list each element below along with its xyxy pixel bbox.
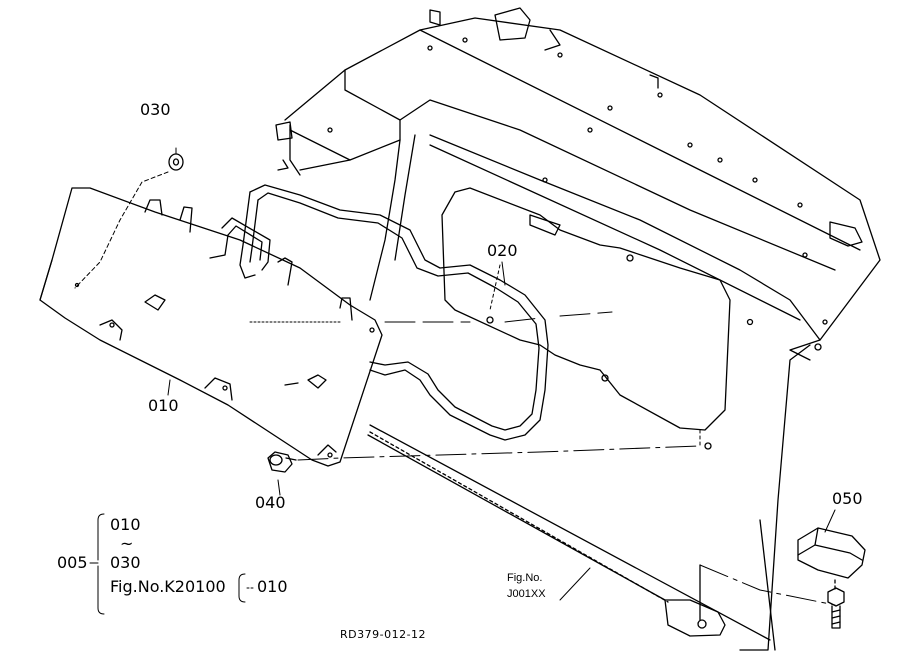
assembly-range-tilde: ~	[120, 534, 134, 553]
pipe-bracket-020[interactable]	[209, 184, 549, 441]
assembly-range-start: 010	[110, 515, 141, 534]
fig-note-line2[interactable]: J001XX	[507, 588, 546, 600]
assembly-bracket	[89, 513, 256, 615]
bolt-040[interactable]	[267, 451, 297, 473]
assembly-fig-ref-part: 010	[257, 577, 288, 596]
assembly-range-end: 030	[110, 553, 141, 572]
washer-030[interactable]	[168, 153, 184, 171]
callout-020[interactable]: 020	[487, 241, 518, 260]
callout-050[interactable]: 050	[832, 489, 863, 508]
callout-010[interactable]: 010	[148, 396, 179, 415]
fig-note-line1[interactable]: Fig.No.	[507, 572, 543, 584]
housing-opening	[441, 187, 828, 450]
rubber-mount-050[interactable]	[797, 527, 866, 629]
mount-foot	[664, 564, 726, 637]
housing-frame	[275, 7, 881, 651]
callout-030[interactable]: 030	[140, 100, 171, 119]
callout-040[interactable]: 040	[255, 493, 286, 512]
cover-plate-010[interactable]	[39, 187, 383, 467]
drawing-reference: RD379-012-12	[340, 628, 427, 641]
leader-lines	[74, 147, 836, 606]
assembly-number: 005	[57, 553, 88, 572]
assembly-fig-ref[interactable]: Fig.No.K20100	[110, 577, 226, 596]
